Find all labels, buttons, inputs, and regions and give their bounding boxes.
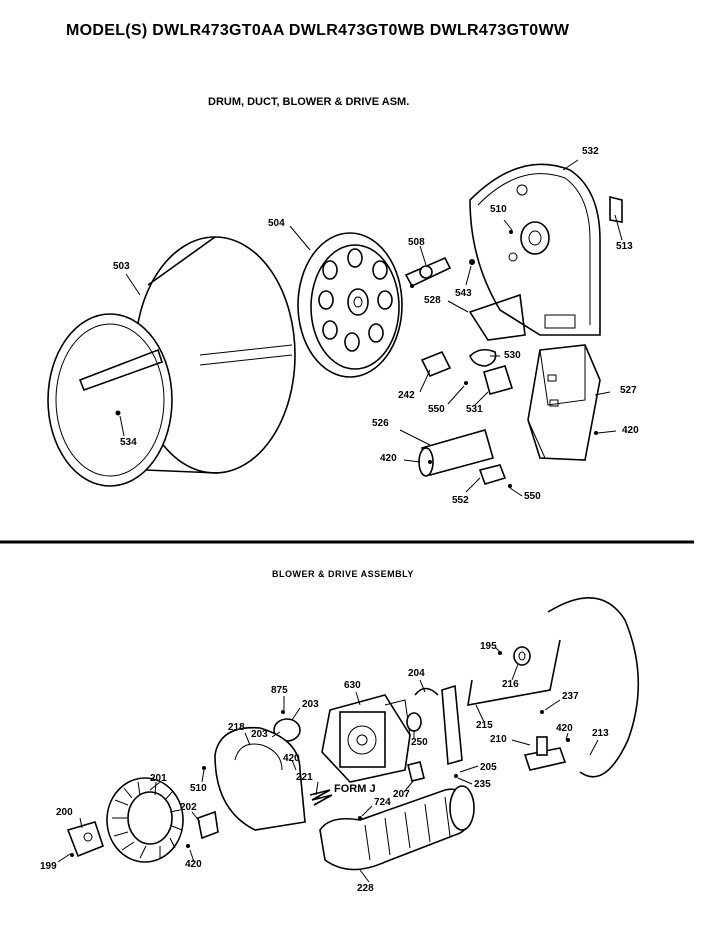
part-label-195: 195 [480, 641, 497, 652]
part-label-534: 534 [120, 437, 137, 448]
pad-242 [420, 350, 452, 378]
part-label-550-bottom: 550 [524, 491, 541, 502]
belt-213 [547, 597, 640, 778]
drum-rear-504 [297, 232, 403, 378]
screw-510-top [509, 230, 513, 234]
bracket-513 [609, 195, 623, 223]
part-label-550-top: 550 [428, 404, 445, 415]
spring-221 [309, 789, 333, 806]
part-label-543: 543 [455, 288, 472, 299]
idler-210 [523, 747, 567, 771]
part-label-200: 200 [56, 807, 73, 818]
part-label-528: 528 [424, 295, 441, 306]
part-label-215: 215 [476, 720, 493, 731]
part-label-201: 201 [150, 773, 167, 784]
model-numbers: MODEL(S) DWLR473GT0AA DWLR473GT0WB DWLR4… [66, 22, 570, 39]
blower-wheel-201 [106, 777, 184, 863]
part-label-508: 508 [408, 237, 425, 248]
part-label-510: 510 [490, 204, 507, 215]
part-label-205: 205 [480, 762, 497, 773]
plate-200 [66, 821, 104, 858]
pulley-216 [513, 646, 531, 666]
part-label-203-left: 203 [251, 729, 268, 740]
rear-bulkhead-532 [468, 163, 601, 341]
part-label-213: 213 [592, 728, 609, 739]
bracket-204-205 [441, 684, 463, 766]
part-label-207: 207 [393, 789, 410, 800]
part-label-250: 250 [411, 737, 428, 748]
part-label-228: 228 [357, 883, 374, 894]
washer-543 [469, 259, 475, 265]
part-label-237: 237 [562, 691, 579, 702]
part-label-527: 527 [620, 385, 637, 396]
motor-630 [321, 694, 422, 783]
part-label-526: 526 [372, 418, 389, 429]
part-label-630: 630 [344, 680, 361, 691]
part-label-510-bottom: 510 [190, 783, 207, 794]
part-label-218: 218 [228, 722, 245, 733]
terminal-552 [478, 464, 507, 485]
part-label-204: 204 [408, 668, 425, 679]
part-label-420-capacitor: 420 [380, 453, 397, 464]
form-label: FORM J [334, 783, 376, 795]
leader-lines-bottom [57, 647, 599, 883]
switch-531 [483, 365, 514, 395]
duct-527 [527, 344, 601, 461]
part-label-503: 503 [113, 261, 130, 272]
part-label-242: 242 [398, 390, 415, 401]
part-label-210: 210 [490, 734, 507, 745]
part-label-199: 199 [40, 861, 57, 872]
clip-202 [197, 810, 219, 840]
part-label-875: 875 [271, 685, 288, 696]
part-label-420-blower: 420 [185, 859, 202, 870]
drum-503 [47, 236, 296, 487]
part-label-531: 531 [466, 404, 483, 415]
part-label-504: 504 [268, 218, 285, 229]
part-label-532: 532 [582, 146, 599, 157]
blower-duct-228 [319, 785, 475, 871]
part-label-420-motor: 420 [283, 753, 300, 764]
part-label-420-idler: 420 [556, 723, 573, 734]
part-label-202: 202 [180, 802, 197, 813]
part-label-221: 221 [296, 772, 313, 783]
blower-housing-218 [214, 726, 306, 831]
part-label-203-top: 203 [302, 699, 319, 710]
rod-215 [467, 639, 561, 706]
part-label-216: 216 [502, 679, 519, 690]
part-label-513: 513 [616, 241, 633, 252]
idler-508 [404, 256, 452, 288]
part-label-235: 235 [474, 779, 491, 790]
leader-lines-top [119, 159, 623, 497]
part-label-420-right: 420 [622, 425, 639, 436]
section-title-drum-duct: DRUM, DUCT, BLOWER & DRIVE ASM. [208, 96, 410, 108]
clip-530 [469, 348, 497, 367]
part-label-530: 530 [504, 350, 521, 361]
part-label-552: 552 [452, 495, 469, 506]
switch-207 [407, 761, 425, 782]
part-label-724: 724 [374, 797, 391, 808]
section-title-blower-drive: BLOWER & DRIVE ASSEMBLY [272, 569, 414, 579]
